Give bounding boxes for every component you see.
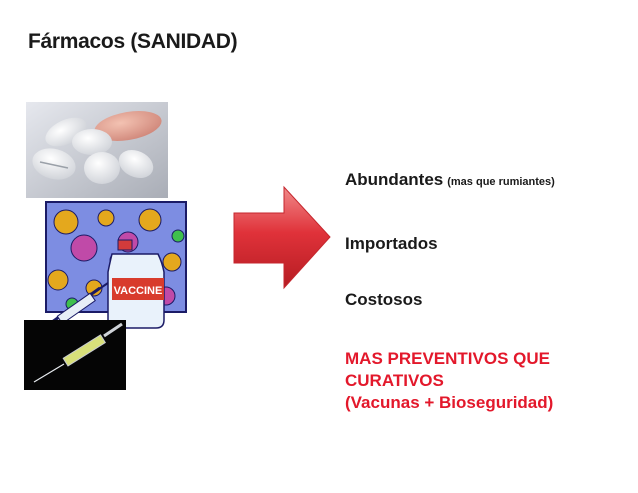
syringe-image xyxy=(24,320,126,390)
right-arrow-icon xyxy=(233,185,331,290)
item-importados: Importados xyxy=(345,234,438,253)
vaccine-image: VACCINE xyxy=(37,201,187,334)
vaccine-label: VACCINE xyxy=(114,285,163,297)
preventive-line-1: MAS PREVENTIVOS QUE xyxy=(345,349,550,368)
preventive-line-2: CURATIVOS xyxy=(345,371,444,390)
page-title: Fármacos (SANIDAD) xyxy=(28,30,238,53)
item-costosos: Costosos xyxy=(345,290,423,309)
pills-image xyxy=(26,102,168,198)
preventive-line-3: (Vacunas + Bioseguridad) xyxy=(345,393,554,412)
abundantes-note: (mas que rumiantes) xyxy=(447,176,555,188)
item-abundantes: Abundantes(mas que rumiantes) xyxy=(345,170,555,192)
abundantes-text: Abundantes xyxy=(345,170,444,189)
preventive-note: MAS PREVENTIVOS QUE CURATIVOS (Vacunas +… xyxy=(345,348,553,414)
